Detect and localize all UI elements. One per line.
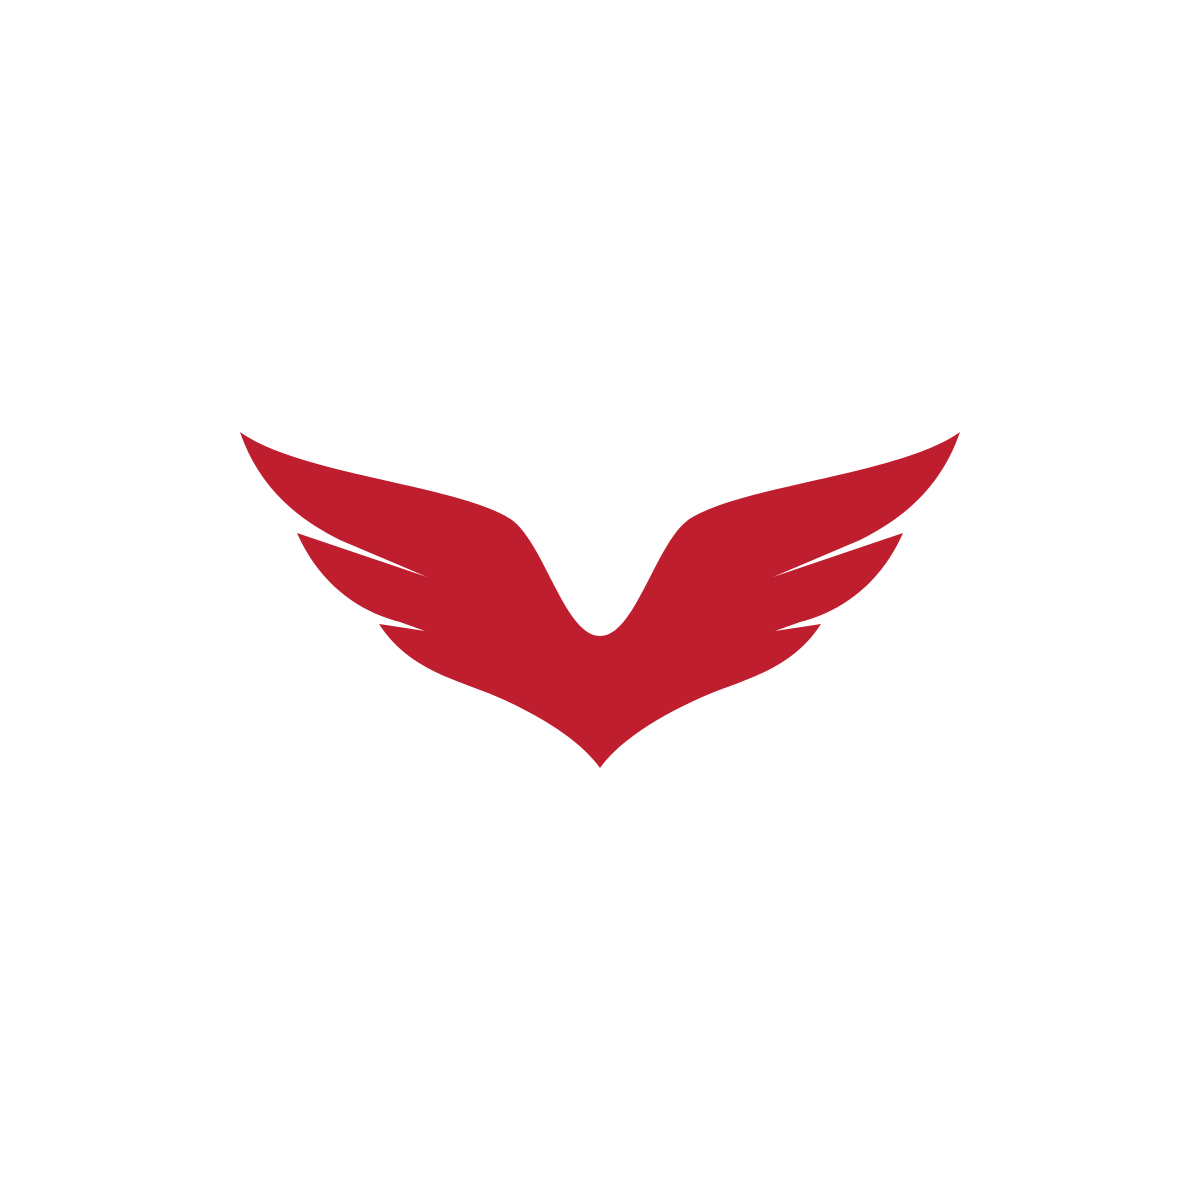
- wings-shape: [240, 432, 960, 768]
